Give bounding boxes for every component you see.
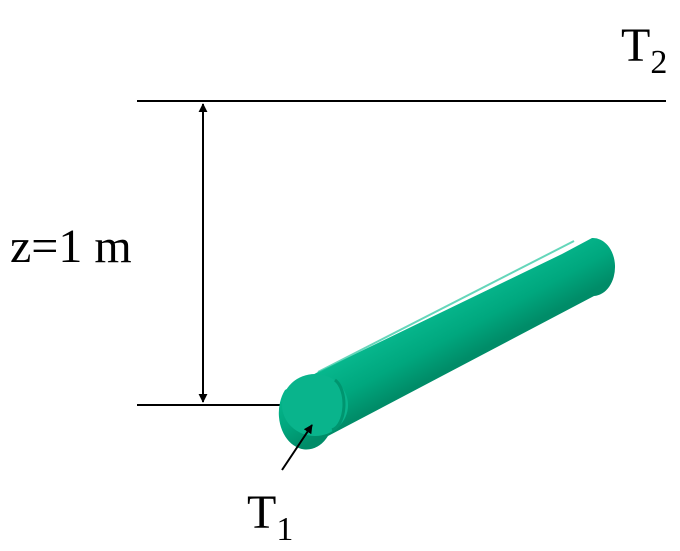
t1-subscript: 1 (276, 511, 293, 548)
t1-leader-line (281, 424, 313, 471)
cylinder-end-rim (331, 378, 346, 432)
cylinder-end-face (282, 374, 348, 436)
t1-main: T (247, 486, 276, 539)
t2-label: T2 (621, 19, 667, 81)
t1-label: T1 (247, 486, 293, 548)
cylinder-highlight (317, 240, 575, 373)
t2-subscript: 2 (650, 44, 667, 81)
cylinder-body (278, 237, 616, 450)
t2-main: T (621, 19, 650, 72)
height-label: z=1 m (10, 220, 132, 273)
cylinder (278, 237, 616, 450)
